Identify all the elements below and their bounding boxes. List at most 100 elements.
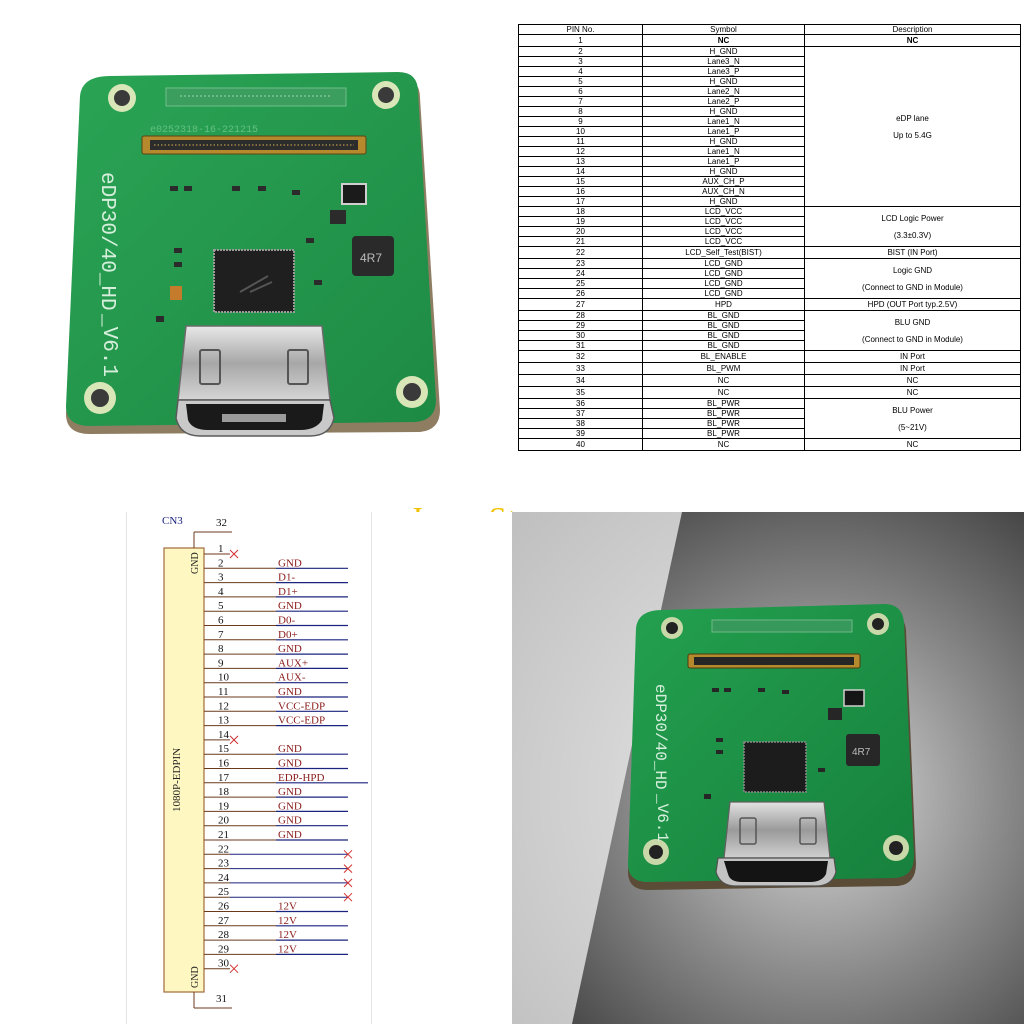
pin-description-line: IN Port (900, 364, 925, 373)
board-photo-illustration: eDP30/40_HD _V6.1 4R7 (512, 512, 1024, 1024)
net-label: GND (278, 557, 302, 569)
pin-number: 9 (518, 116, 643, 127)
mounting-hole (396, 376, 428, 408)
silk-model: eDP30/40_HD (651, 684, 669, 790)
schematic-pin-number: 30 (218, 958, 230, 970)
silk-version: _V6.1 (97, 313, 120, 377)
schematic-pin-number: 6 (218, 615, 224, 627)
net-label: GND (278, 743, 302, 755)
pin-symbol: LCD_VCC (642, 236, 805, 247)
pin-symbol: H_GND (642, 136, 805, 147)
board-photo-top: e0252318-16-221215 eDP30/40_HD _V6.1 4R7 (0, 0, 512, 512)
pin-symbol: LCD_GND (642, 258, 805, 269)
schematic-pin: 24 (204, 872, 353, 888)
pin-number: 3 (518, 56, 643, 67)
pin-description-line: BIST (IN Port) (887, 248, 938, 257)
pin-number: 33 (518, 362, 643, 375)
pin-symbol: BL_PWM (642, 362, 805, 375)
pin-symbol: Lane1_P (642, 156, 805, 167)
pin-symbol: LCD_VCC (642, 216, 805, 227)
pin-description-line: BLU GND (894, 317, 931, 327)
schematic-pin-number: 27 (218, 915, 230, 927)
schematic-pin-number: 8 (218, 643, 224, 655)
pin-description: NC (804, 438, 1021, 451)
schematic-top-pin: 32 (216, 517, 227, 529)
schematic-pin-number: 1 (218, 543, 224, 555)
schematic-pin-number: 12 (218, 700, 229, 712)
pin-symbol: Lane1_N (642, 116, 805, 127)
pin-number: 22 (518, 246, 643, 259)
pin-description: BLU Power(5~21V) (804, 398, 1021, 439)
pin-symbol: NC (642, 374, 805, 387)
net-label: 12V (278, 915, 297, 927)
pin-symbol: LCD_VCC (642, 206, 805, 217)
pin-symbol: BL_PWR (642, 428, 805, 439)
schematic-pin-number: 20 (218, 815, 230, 827)
pin-symbol: BL_ENABLE (642, 350, 805, 363)
mounting-hole (108, 84, 136, 112)
pin-number: 18 (518, 206, 643, 217)
pin-description: HPD (OUT Port typ.2.5V) (804, 298, 1021, 311)
schematic-pin: 22 (204, 843, 353, 859)
pin-number: 36 (518, 398, 643, 409)
pin-number: 32 (518, 350, 643, 363)
pin-number: 23 (518, 258, 643, 269)
inductor-marking: 4R7 (852, 747, 871, 758)
inductor (352, 236, 394, 276)
schematic-pin-number: 2 (218, 557, 224, 569)
pin-description-line: HPD (OUT Port typ.2.5V) (867, 300, 958, 309)
pin-number: 14 (518, 166, 643, 177)
net-label: GND (278, 686, 302, 698)
schematic-pin-number: 23 (218, 858, 230, 870)
schematic-pin-number: 15 (218, 743, 230, 755)
schematic-pin-number: 26 (218, 901, 230, 913)
no-connect-icon (229, 735, 239, 745)
pin-description-line: BLU Power (892, 405, 933, 415)
pin-number: 39 (518, 428, 643, 439)
pin-number: 24 (518, 268, 643, 279)
net-label: VCC-EDP (278, 715, 325, 727)
pin-number: 12 (518, 146, 643, 157)
pin-symbol: Lane2_N (642, 86, 805, 97)
header-description: Description (804, 24, 1021, 35)
schematic-pin-number: 3 (218, 572, 224, 584)
pin-description-line: NC (906, 440, 919, 449)
schematic-bottom-pin: 31 (216, 993, 227, 1005)
mounting-hole (84, 382, 116, 414)
pin-description-line: NC (906, 36, 919, 45)
pin-symbol: AUX_CH_P (642, 176, 805, 187)
pin-description-line: NC (906, 388, 919, 397)
pin-description-line: Logic GND (892, 265, 933, 275)
pin-description-line: (Connect to GND in Module) (862, 334, 963, 344)
board-illustration: e0252318-16-221215 eDP30/40_HD _V6.1 4R7 (66, 72, 440, 437)
pin-number: 16 (518, 186, 643, 197)
pin-symbol: LCD_Self_Test(BIST) (642, 246, 805, 259)
ic-logo-icon (239, 275, 273, 293)
diode (341, 183, 367, 205)
schematic-pin: 15 GND (204, 743, 348, 755)
pin-symbol: BL_PWR (642, 398, 805, 409)
pin-symbol: NC (642, 438, 805, 451)
pin-description: BLU GND (Connect to GND in Module) (804, 310, 1021, 351)
pin-symbol: BL_GND (642, 330, 805, 341)
hdmi-latch (199, 349, 221, 385)
pin-number: 11 (518, 136, 643, 147)
pin-number: 31 (518, 340, 643, 351)
pin-description: LCD Logic Power(3.3±0.3V) (804, 206, 1021, 247)
no-connect-icon (229, 549, 239, 559)
